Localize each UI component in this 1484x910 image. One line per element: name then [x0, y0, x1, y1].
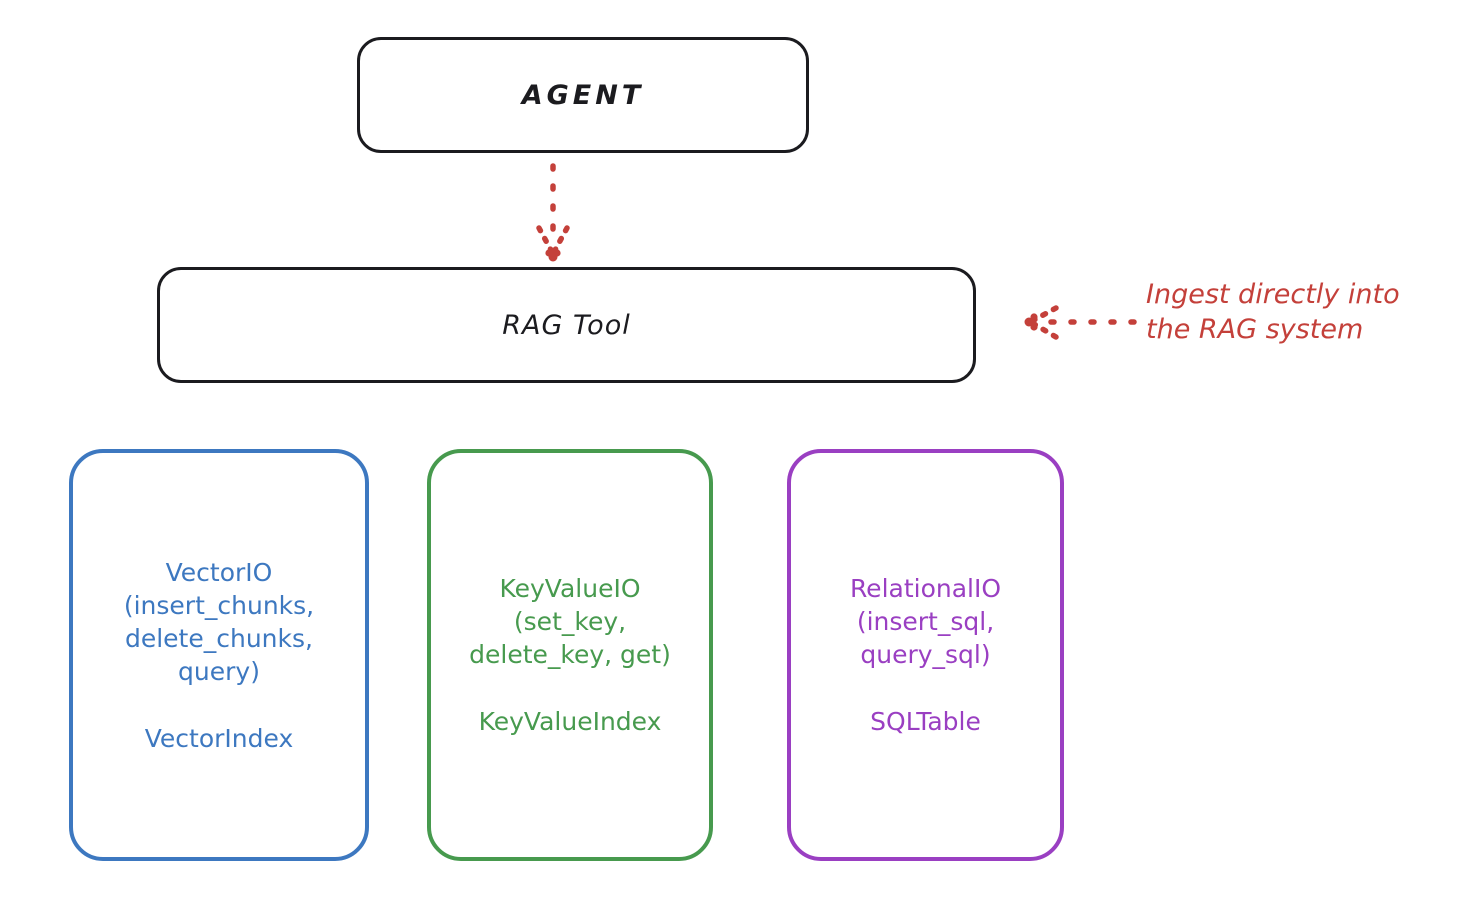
- connector-note-to-rag-tool: [1024, 305, 1137, 340]
- node-relational-io[interactable]: RelationalIO (insert_sql, query_sql) SQL…: [787, 449, 1064, 861]
- node-rag-tool[interactable]: RAG Tool: [157, 267, 976, 383]
- connector-agent-to-rag-tool: [536, 163, 570, 262]
- node-relational-io-index-label: SQLTable: [870, 707, 981, 736]
- node-agent-label: AGENT: [521, 79, 645, 111]
- annotation-ingest-note: Ingest directly into the RAG system: [1146, 279, 1400, 346]
- node-key-value-io-api-label: KeyValueIO (set_key, delete_key, get): [469, 574, 671, 669]
- node-vector-io-api-label: VectorIO (insert_chunks, delete_chunks, …: [123, 557, 315, 686]
- node-key-value-io[interactable]: KeyValueIO (set_key, delete_key, get) Ke…: [427, 449, 713, 861]
- node-rag-tool-label: RAG Tool: [502, 309, 631, 341]
- node-agent[interactable]: AGENT: [357, 37, 809, 153]
- node-vector-io-index-label: VectorIndex: [144, 723, 294, 753]
- node-vector-io[interactable]: VectorIO (insert_chunks, delete_chunks, …: [69, 449, 369, 861]
- node-relational-io-api-label: RelationalIO (insert_sql, query_sql): [849, 574, 1002, 669]
- node-key-value-io-index-label: KeyValueIndex: [478, 707, 662, 736]
